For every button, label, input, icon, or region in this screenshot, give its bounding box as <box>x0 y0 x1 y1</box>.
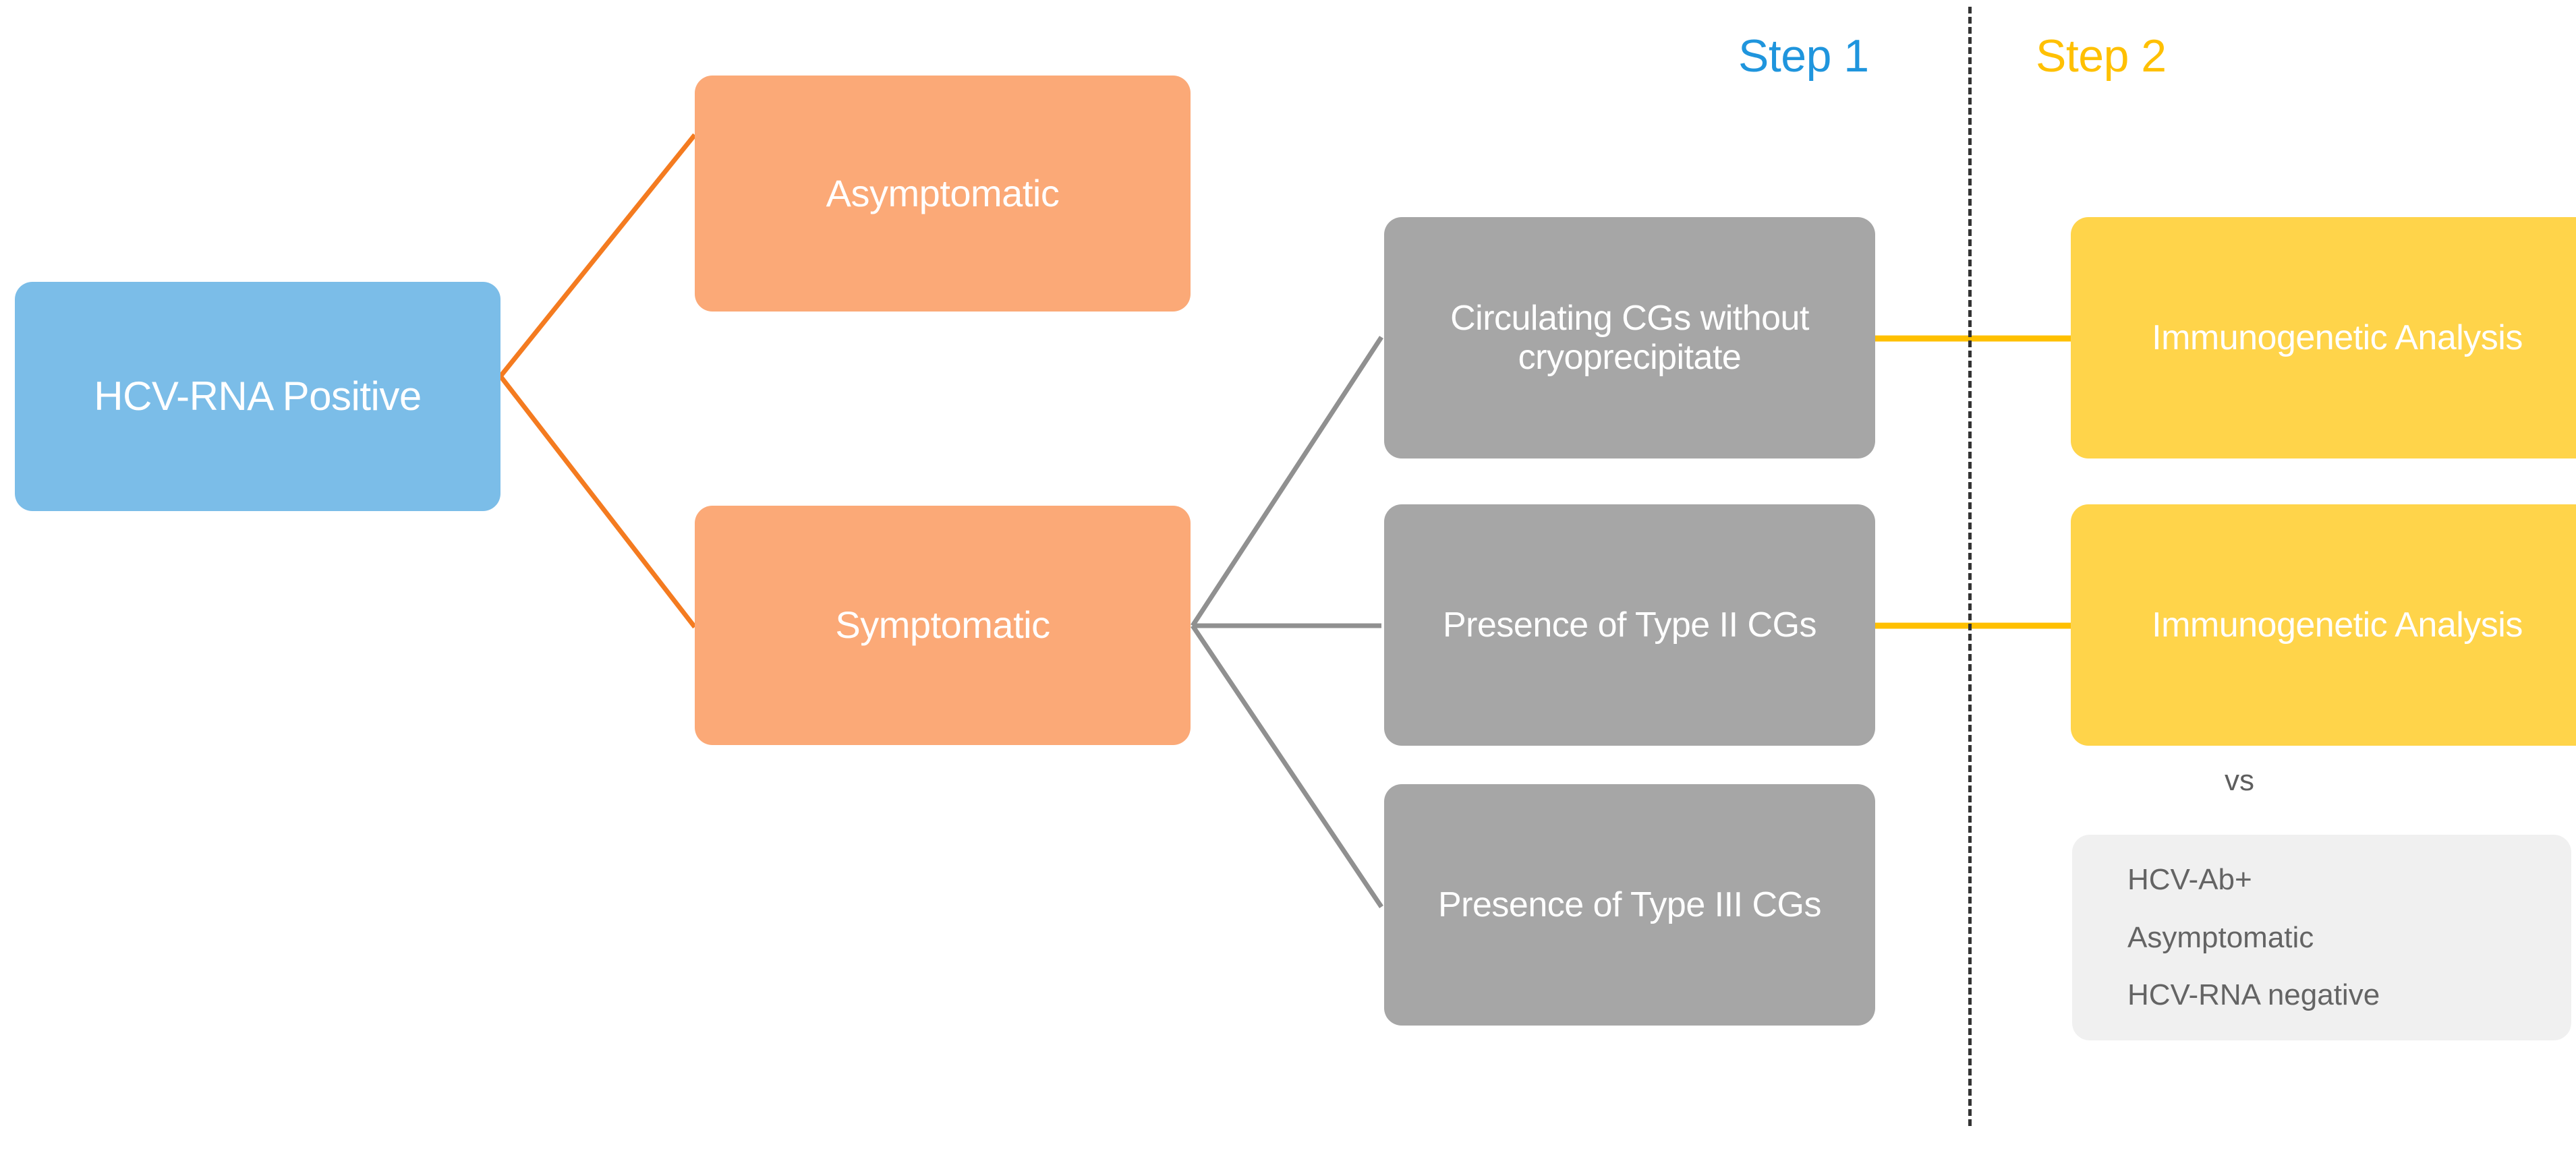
node-comparator-group[interactable]: HCV-Ab+ Asymptomatic HCV-RNA negative <box>2072 835 2571 1040</box>
node-symptomatic[interactable]: Symptomatic <box>695 506 1191 745</box>
node-immunogenetic-analysis-mid[interactable]: Immunogenetic Analysis <box>2071 504 2576 746</box>
edge-symptomatic-to-type-iii <box>1191 624 1383 908</box>
node-presence-of-type-ii-cgs[interactable]: Presence of Type II CGs <box>1384 504 1875 746</box>
vs-label: vs <box>2225 764 2254 797</box>
edge-root-to-asymptomatic <box>498 133 697 378</box>
edge-symptomatic-to-cg-without-cryo <box>1191 336 1383 627</box>
node-type-iii-label: Presence of Type III CGs <box>1438 885 1821 924</box>
node-immunogenetic-analysis-top[interactable]: Immunogenetic Analysis <box>2071 217 2576 458</box>
node-circulating-cgs-without-cryoprecipitate[interactable]: Circulating CGs without cryoprecipitate <box>1384 217 1875 458</box>
node-circulating-cgs-label: Circulating CGs without cryoprecipitate <box>1450 298 1809 377</box>
node-symptomatic-label: Symptomatic <box>835 603 1050 647</box>
step-divider <box>1968 7 1972 1126</box>
step-2-label: Step 2 <box>2036 30 2167 82</box>
node-immunogenetic-analysis-mid-label: Immunogenetic Analysis <box>2152 605 2523 645</box>
comparator-line-2: Asymptomatic <box>2127 920 2314 954</box>
node-immunogenetic-analysis-top-label: Immunogenetic Analysis <box>2152 318 2523 357</box>
node-asymptomatic-label: Asymptomatic <box>826 171 1060 214</box>
node-hcv-rna-positive-label: HCV-RNA Positive <box>94 374 422 419</box>
comparator-line-1: HCV-Ab+ <box>2127 862 2252 896</box>
node-asymptomatic[interactable]: Asymptomatic <box>695 76 1191 312</box>
step-1-label: Step 1 <box>1738 30 1869 82</box>
comparator-line-3: HCV-RNA negative <box>2127 978 2380 1012</box>
edge-root-to-symptomatic <box>498 374 697 629</box>
node-presence-of-type-iii-cgs[interactable]: Presence of Type III CGs <box>1384 784 1875 1026</box>
node-type-ii-label: Presence of Type II CGs <box>1442 605 1817 645</box>
node-hcv-rna-positive[interactable]: HCV-RNA Positive <box>15 282 500 511</box>
